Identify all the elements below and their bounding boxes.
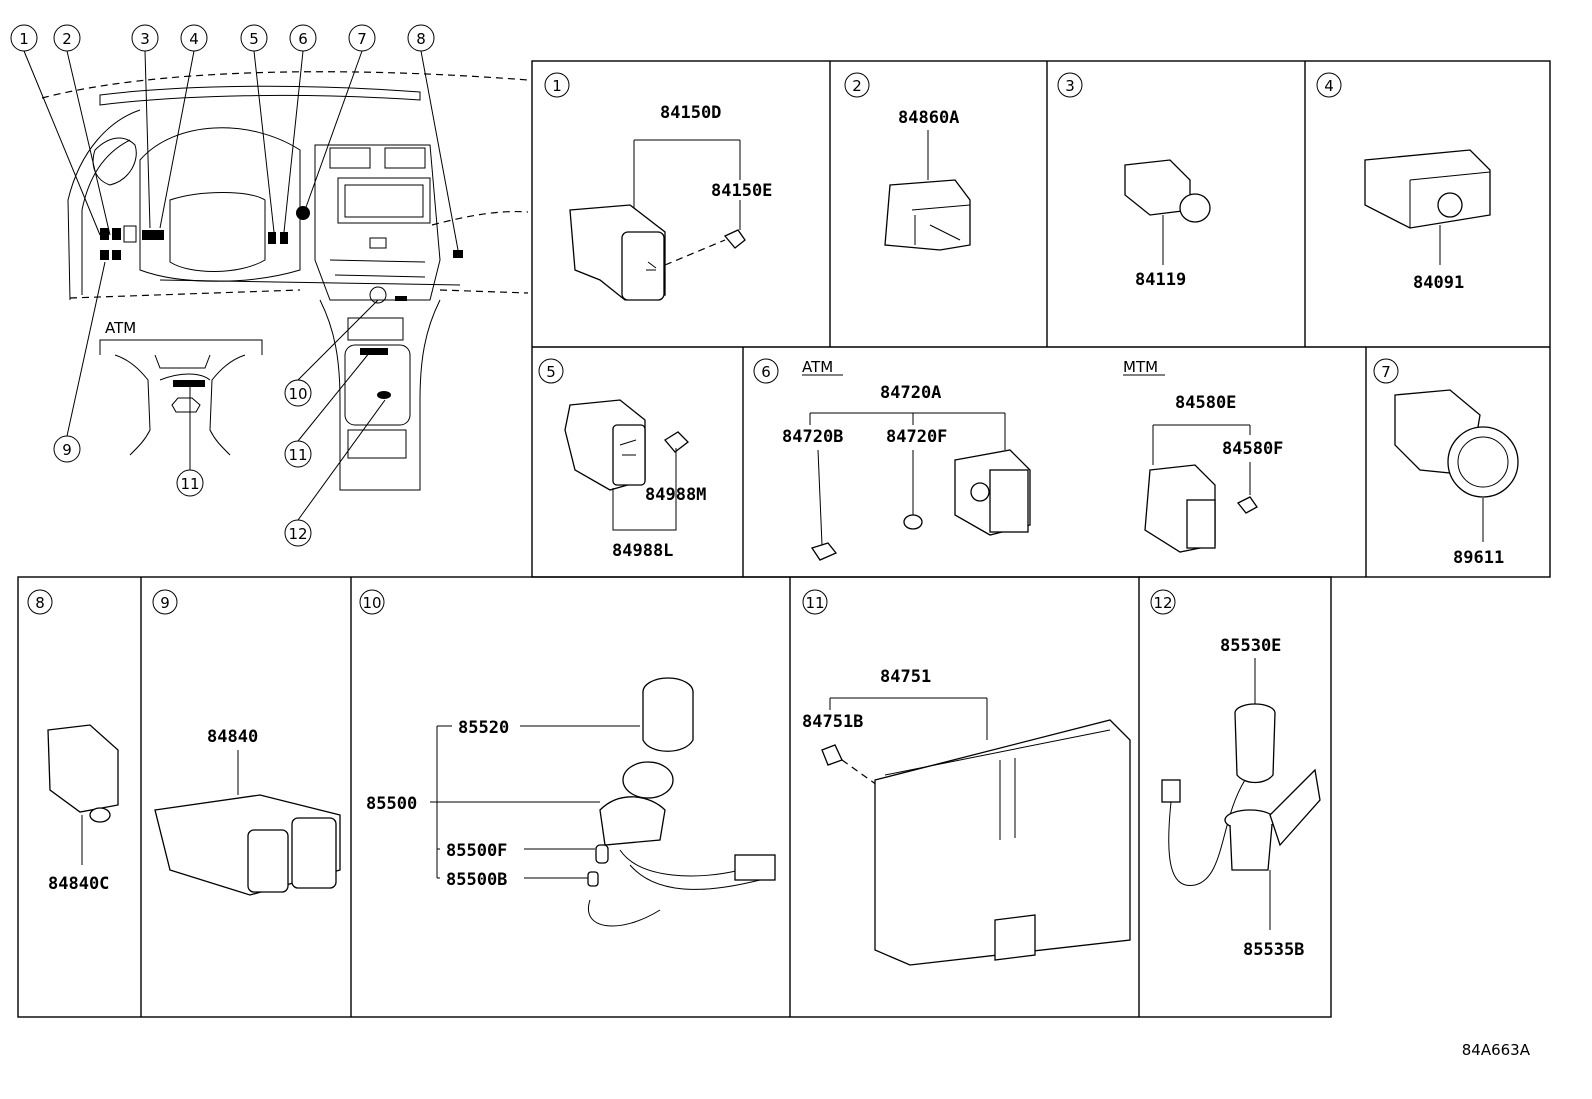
svg-text:6: 6 [298, 30, 308, 48]
svg-text:8: 8 [416, 30, 426, 48]
panel-2: 2 84860A [844, 72, 971, 251]
svg-text:4: 4 [189, 30, 199, 48]
overview-callout-11: 11 [284, 440, 312, 468]
panel-9-callout: 9 [152, 589, 178, 615]
svg-text:8: 8 [35, 594, 45, 612]
panel-2-callout: 2 [844, 72, 870, 98]
svg-text:1: 1 [552, 77, 562, 95]
part-number: 84720A [880, 383, 941, 403]
atm-inset-callout: 11 [176, 469, 204, 497]
svg-text:11: 11 [180, 475, 199, 493]
atm-inset-label: ATM [105, 319, 136, 337]
panel-3-callout: 3 [1057, 72, 1083, 98]
panel-11-callout: 11 [802, 589, 828, 615]
svg-text:7: 7 [1381, 363, 1391, 381]
svg-text:4: 4 [1324, 77, 1334, 95]
svg-text:12: 12 [288, 525, 307, 543]
part-number: 84840C [48, 874, 109, 894]
panel-12-callout: 12 [1150, 589, 1176, 615]
part-number: 84988L [612, 541, 673, 561]
svg-text:2: 2 [62, 30, 72, 48]
diagram-code: 84A663A [1462, 1041, 1531, 1059]
panel-7: 7 89611 [1373, 358, 1519, 568]
atm-label: ATM [802, 358, 833, 376]
part-number: 84988M [645, 485, 706, 505]
part-number: 85520 [458, 718, 509, 738]
mtm-label: MTM [1123, 358, 1158, 376]
overview-callout-10: 10 [284, 379, 312, 407]
panel-8: 8 84840C [27, 589, 119, 894]
panel-grid [17, 60, 1551, 1018]
svg-text:3: 3 [1065, 77, 1075, 95]
svg-text:12: 12 [1153, 594, 1172, 612]
part-number: 84751 [880, 667, 931, 687]
panel-10-callout: 10 [359, 589, 385, 615]
part-number: 84150E [711, 181, 772, 201]
part-number: 84751B [802, 712, 863, 732]
svg-text:6: 6 [761, 363, 771, 381]
svg-text:9: 9 [160, 594, 170, 612]
svg-text:1: 1 [19, 30, 29, 48]
overview-callout-8: 8 [407, 24, 435, 52]
svg-text:9: 9 [62, 441, 72, 459]
overview-callout-12: 12 [284, 519, 312, 547]
panel-4-callout: 4 [1316, 72, 1342, 98]
part-number: 85535B [1243, 940, 1304, 960]
part-number: 85530E [1220, 636, 1281, 656]
part-number: 89611 [1453, 548, 1504, 568]
part-number: 85500F [446, 841, 507, 861]
part-number: 84091 [1413, 273, 1464, 293]
part-number: 84860A [898, 108, 959, 128]
panel-7-callout: 7 [1373, 358, 1399, 384]
overview-callout-7: 7 [348, 24, 376, 52]
svg-text:11: 11 [288, 446, 307, 464]
svg-text:5: 5 [249, 30, 259, 48]
overview-callout-4: 4 [180, 24, 208, 52]
panel-1-callout: 1 [544, 72, 570, 98]
overview-callout-9: 9 [53, 435, 81, 463]
overview-callout-3: 3 [131, 24, 159, 52]
svg-text:10: 10 [288, 385, 307, 403]
overview-callout-1: 1 [10, 24, 38, 52]
panel-5: 5 84988M 84988L [538, 358, 706, 561]
svg-text:7: 7 [357, 30, 367, 48]
part-number: 85500 [366, 794, 417, 814]
part-number: 84580E [1175, 393, 1236, 413]
panel-1: 1 84150D 84150E [544, 72, 772, 301]
part-number: 84720F [886, 427, 947, 447]
overview-callout-6: 6 [289, 24, 317, 52]
dashboard-overview: 1 2 3 4 5 6 7 8 9 10 11 12 [10, 24, 529, 547]
panel-3: 3 84119 [1057, 72, 1211, 290]
part-number: 84580F [1222, 439, 1283, 459]
panel-12: 12 85530E 85535B [1150, 589, 1321, 960]
part-number: 84840 [207, 727, 258, 747]
part-number: 84720B [782, 427, 843, 447]
panel-4: 4 84091 [1316, 72, 1491, 293]
panel-6: 6 ATM MTM 84720A 84720B 84720F 84580E 84… [753, 358, 1283, 561]
svg-text:5: 5 [546, 363, 556, 381]
part-number: 85500B [446, 870, 507, 890]
panel-8-callout: 8 [27, 589, 53, 615]
overview-callout-5: 5 [240, 24, 268, 52]
svg-text:2: 2 [852, 77, 862, 95]
svg-text:3: 3 [140, 30, 150, 48]
svg-text:10: 10 [362, 594, 381, 612]
panel-5-callout: 5 [538, 358, 564, 384]
part-number: 84150D [660, 103, 721, 123]
svg-text:11: 11 [805, 594, 824, 612]
overview-callout-2: 2 [53, 24, 81, 52]
panel-10: 10 85520 85500 85500F 85500B [359, 589, 776, 927]
panel-9: 9 84840 [152, 589, 341, 896]
panel-11: 11 84751 84751B [802, 589, 1131, 966]
part-number: 84119 [1135, 270, 1186, 290]
panel-6-callout: 6 [753, 358, 779, 384]
